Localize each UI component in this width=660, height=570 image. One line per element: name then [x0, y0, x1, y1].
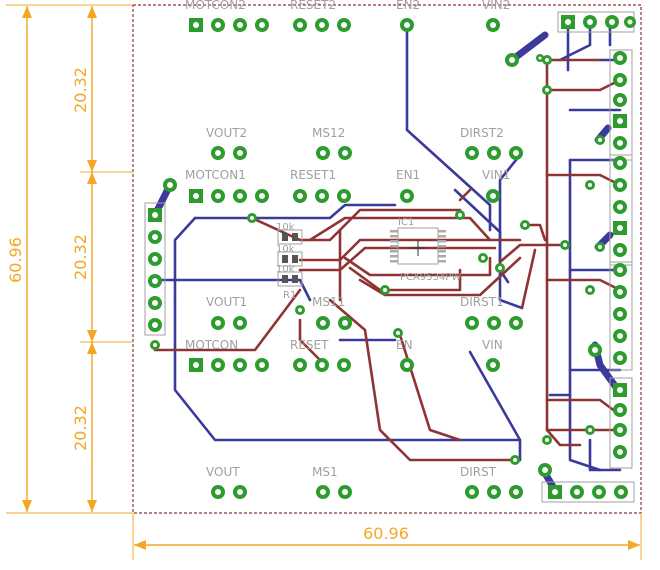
right-connector-bottom — [541, 481, 635, 503]
top-copper-traces — [153, 58, 622, 462]
label-reset: RESET — [290, 338, 329, 352]
header-reset2 — [293, 18, 351, 32]
label-en1: EN1 — [396, 168, 420, 182]
dim-left-seg1: 20.32 — [71, 67, 90, 113]
right-connector-2 — [609, 154, 633, 266]
label-en2: EN2 — [396, 0, 420, 12]
label-vout2: VOUT2 — [206, 126, 247, 140]
row-4-pads — [211, 316, 523, 330]
resistors — [277, 229, 303, 287]
label-vin: VIN — [482, 338, 503, 352]
label-dirst2: DIRST2 — [460, 126, 504, 140]
dim-bottom-total: 60.96 — [363, 524, 409, 543]
label-vin1: VIN1 — [482, 168, 510, 182]
label-dirst: DIRST — [460, 465, 497, 479]
label-r-bot: 10k — [276, 264, 295, 275]
dim-left-seg3: 20.32 — [71, 405, 90, 451]
label-vin2: VIN2 — [482, 0, 510, 12]
row-5-pads — [189, 358, 500, 372]
right-connector-4 — [609, 377, 633, 469]
label-r-mid: 10k — [276, 244, 295, 255]
right-connector-top — [557, 11, 636, 33]
header-motcon2 — [189, 18, 269, 32]
vias — [150, 53, 605, 477]
pad-vin2 — [486, 18, 500, 32]
dimension-lines — [6, 4, 642, 560]
pad-en2 — [400, 18, 414, 32]
label-vout: VOUT — [206, 465, 240, 479]
label-ic1-part: PCA9534PW — [400, 272, 461, 283]
row-6-pads — [211, 485, 523, 499]
label-motcon2: MOTCON2 — [185, 0, 246, 12]
label-motcon: MOTCON — [185, 338, 238, 352]
label-r-ref: R1 — [283, 290, 296, 301]
label-dirst1: DIRST1 — [460, 295, 504, 309]
dim-left-seg2: 20.32 — [71, 234, 90, 280]
label-en: EN — [396, 338, 413, 352]
label-motcon1: MOTCON1 — [185, 168, 246, 182]
label-vout1: VOUT1 — [206, 295, 247, 309]
label-ms11: MS11 — [312, 295, 345, 309]
label-ms12: MS12 — [312, 126, 345, 140]
label-reset2: RESET2 — [290, 0, 336, 12]
ic1-pins — [390, 230, 446, 263]
row-2-pads — [211, 146, 523, 160]
left-header — [144, 202, 166, 336]
label-ic1: IC1 — [398, 217, 414, 228]
right-connector-3 — [609, 261, 633, 371]
label-ms1: MS1 — [312, 465, 338, 479]
label-r-top: 10k — [276, 222, 295, 233]
dim-left-total: 60.96 — [6, 237, 25, 283]
label-reset1: RESET1 — [290, 168, 336, 182]
row-3-pads — [189, 189, 500, 203]
